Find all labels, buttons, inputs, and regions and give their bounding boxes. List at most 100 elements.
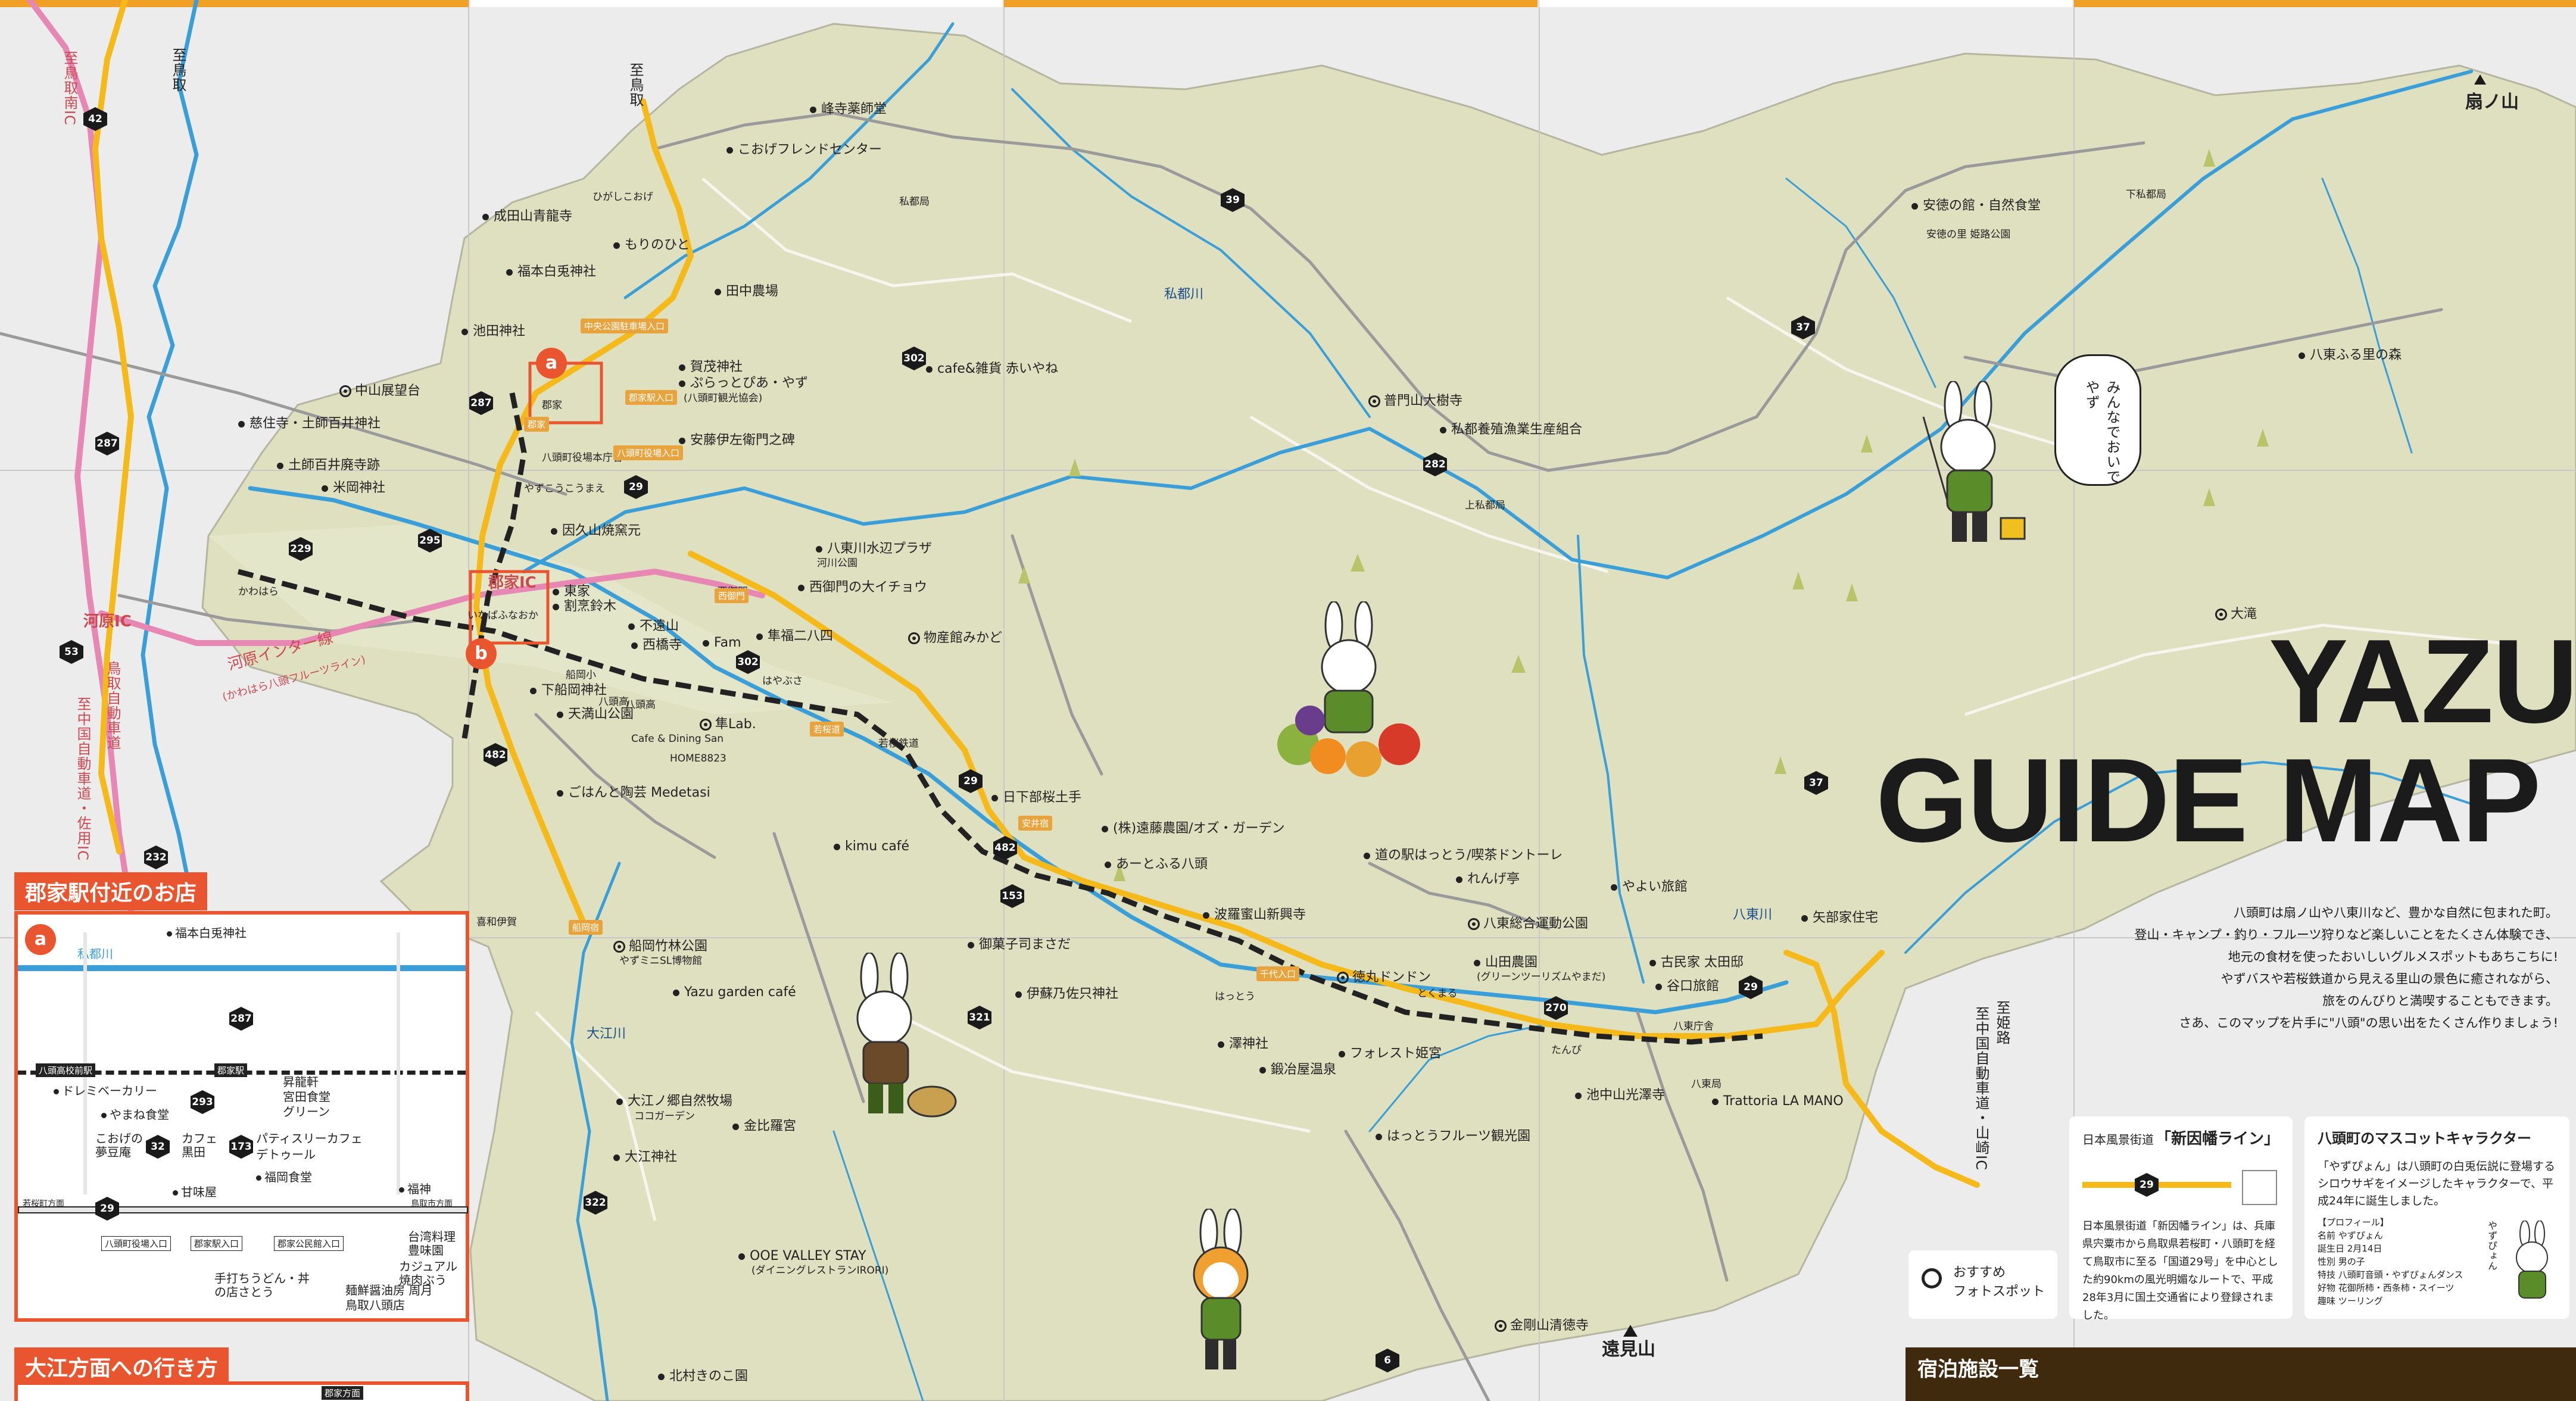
- place-label[interactable]: あーとふる八頭: [1105, 857, 1208, 872]
- place-label[interactable]: 大江神社: [613, 1150, 677, 1165]
- place-label[interactable]: 道の駅はっとう/喫茶ドントーレ: [1364, 848, 1563, 863]
- place-label[interactable]: 八頭高: [625, 700, 656, 711]
- place-label[interactable]: 八東川: [1733, 907, 1772, 922]
- place-label[interactable]: 八頭高: [598, 697, 629, 708]
- place-label[interactable]: 郡家IC: [488, 575, 537, 592]
- place-label[interactable]: (ダイニングレストランIRORI): [751, 1265, 888, 1277]
- place-label[interactable]: 矢部家住宅: [1801, 910, 1878, 925]
- place-label[interactable]: 中山展望台: [339, 383, 420, 398]
- place-label[interactable]: 田中農場: [715, 284, 778, 299]
- place-label[interactable]: やずミニSL博物館: [619, 956, 702, 967]
- place-label[interactable]: 賀茂神社: [679, 360, 743, 375]
- place-label[interactable]: もりのひと: [613, 238, 690, 252]
- place-label[interactable]: 安徳の館・自然食堂: [1911, 198, 2041, 213]
- place-label[interactable]: 割烹鈴木: [553, 599, 616, 614]
- place-label[interactable]: 御菓子司まさだ: [968, 937, 1071, 952]
- place-label[interactable]: 米岡神社: [322, 480, 385, 495]
- place-label[interactable]: 鍛冶屋温泉: [1259, 1062, 1336, 1077]
- place-label[interactable]: 八東総合運動公園: [1468, 916, 1588, 931]
- place-label[interactable]: たんぴ: [1551, 1045, 1582, 1056]
- place-label[interactable]: 慈住寺・土師百井神社: [238, 416, 381, 431]
- place-label[interactable]: 因久山焼窯元: [551, 523, 641, 538]
- place-label[interactable]: 船岡小: [566, 670, 596, 681]
- place-label[interactable]: 谷口旅館: [1655, 979, 1719, 994]
- place-label[interactable]: (株)遠藤農園/オズ・ガーデン: [1102, 821, 1285, 836]
- place-label[interactable]: 土師百井廃寺跡: [277, 458, 380, 473]
- place-label[interactable]: Yazu garden café: [673, 985, 796, 1000]
- place-label[interactable]: 私都局: [899, 196, 930, 208]
- place-label[interactable]: 不遠山: [628, 619, 679, 634]
- place-label[interactable]: れんげ亭: [1456, 872, 1520, 887]
- place-label[interactable]: 船岡竹林公園: [613, 939, 707, 954]
- place-label[interactable]: Trattoria LA MANO: [1712, 1094, 1844, 1109]
- place-label[interactable]: はっとう: [1215, 991, 1255, 1003]
- place-label[interactable]: Fam: [703, 635, 741, 650]
- place-label[interactable]: 大滝: [2215, 607, 2257, 622]
- place-label[interactable]: 下船岡神社: [530, 683, 607, 698]
- place-label[interactable]: ひがしこおげ: [592, 192, 653, 203]
- place-label[interactable]: こおげフレンドセンター: [726, 142, 882, 157]
- place-label[interactable]: 池田神社: [461, 324, 525, 339]
- place-label[interactable]: はやぶさ: [762, 676, 803, 687]
- place-label[interactable]: 若桜鉄道: [878, 738, 919, 750]
- place-label[interactable]: いなばふなおか: [467, 610, 538, 622]
- place-label[interactable]: Cafe & Dining San: [631, 734, 723, 745]
- place-label[interactable]: やずこうこうまえ: [524, 483, 605, 495]
- place-label[interactable]: 八東局: [1691, 1079, 1722, 1090]
- place-label[interactable]: 日下部桜土手: [991, 790, 1081, 805]
- place-label[interactable]: 福本白兎神社: [506, 264, 596, 279]
- place-label[interactable]: HOME8823: [670, 753, 726, 765]
- place-label[interactable]: 天満山公園: [557, 707, 634, 722]
- place-label[interactable]: 池中山光澤寺: [1575, 1088, 1665, 1103]
- place-label[interactable]: とくまる: [1417, 988, 1458, 1000]
- place-label[interactable]: 河川公園: [817, 558, 857, 569]
- place-label[interactable]: 山田農園: [1474, 955, 1538, 970]
- place-label[interactable]: 物産館みかど: [908, 631, 1002, 645]
- place-label[interactable]: (グリーンツーリズムやまだ): [1477, 972, 1605, 983]
- place-label[interactable]: 喜和伊賀: [476, 917, 517, 928]
- place-label[interactable]: cafe&雑貨 赤いやね: [926, 361, 1058, 376]
- place-label[interactable]: 隼Lab.: [700, 717, 756, 732]
- place-label[interactable]: 北村きのこ園: [658, 1369, 748, 1384]
- place-label[interactable]: 伊蘇乃佐只神社: [1015, 987, 1118, 1001]
- place-label[interactable]: 澤神社: [1218, 1037, 1268, 1051]
- place-label[interactable]: 大江ノ郷自然牧場: [616, 1094, 732, 1109]
- place-label[interactable]: 徳丸ドンドン: [1337, 970, 1431, 985]
- place-label[interactable]: 峰寺薬師堂: [810, 102, 887, 117]
- place-label[interactable]: はっとうフルーツ観光園: [1376, 1129, 1530, 1144]
- place-label[interactable]: 八東庁舎: [1673, 1021, 1714, 1032]
- place-label[interactable]: ココガーデン: [634, 1111, 695, 1122]
- place-label[interactable]: 成田山青龍寺: [482, 209, 572, 224]
- place-label[interactable]: 私都養殖漁業生産組合: [1440, 422, 1582, 437]
- place-label[interactable]: 普門山大樹寺: [1368, 394, 1462, 408]
- place-label[interactable]: フォレスト姫宮: [1339, 1046, 1442, 1061]
- place-label[interactable]: 八頭町役場本庁舎: [542, 453, 623, 464]
- place-label[interactable]: OOE VALLEY STAY: [738, 1249, 866, 1263]
- place-label[interactable]: かわはら: [238, 586, 279, 598]
- place-label[interactable]: 私都川: [1164, 287, 1203, 302]
- place-label[interactable]: 八東川水辺プラザ: [816, 541, 932, 556]
- place-label[interactable]: やよい旅館: [1611, 879, 1688, 894]
- place-label[interactable]: 扇ノ山: [2465, 92, 2519, 112]
- place-label[interactable]: 金比羅宮: [732, 1119, 796, 1134]
- place-label[interactable]: kimu café: [834, 839, 909, 854]
- place-label[interactable]: ぷらっとぴあ・やず: [679, 376, 808, 391]
- place-label[interactable]: 波羅蜜山新興寺: [1203, 907, 1306, 922]
- place-label[interactable]: ごはんと陶芸 Medetasi: [557, 785, 710, 800]
- place-label[interactable]: 大江川: [587, 1026, 626, 1041]
- place-label[interactable]: 古民家 太田邸: [1649, 955, 1744, 970]
- place-label[interactable]: 下私都局: [2126, 189, 2166, 201]
- place-label[interactable]: 西御門の大イチョウ: [798, 580, 927, 595]
- place-label[interactable]: 東家: [553, 584, 590, 599]
- place-label[interactable]: 上私都局: [1465, 500, 1505, 511]
- place-label[interactable]: 八東ふる里の森: [2299, 348, 2402, 363]
- place-label[interactable]: 安藤伊左衛門之碑: [679, 433, 795, 448]
- place-label[interactable]: 遠見山: [1602, 1340, 1655, 1359]
- place-label[interactable]: 安徳の里 姫路公園: [1926, 229, 2010, 241]
- place-label[interactable]: 隼福二八四: [756, 629, 833, 644]
- place-label[interactable]: 郡家: [542, 400, 562, 411]
- place-label[interactable]: 西橋寺: [631, 638, 682, 653]
- place-label[interactable]: (八頭町観光協会): [684, 393, 762, 404]
- place-label[interactable]: 金剛山清徳寺: [1495, 1318, 1589, 1333]
- place-label[interactable]: 河原IC: [83, 613, 132, 631]
